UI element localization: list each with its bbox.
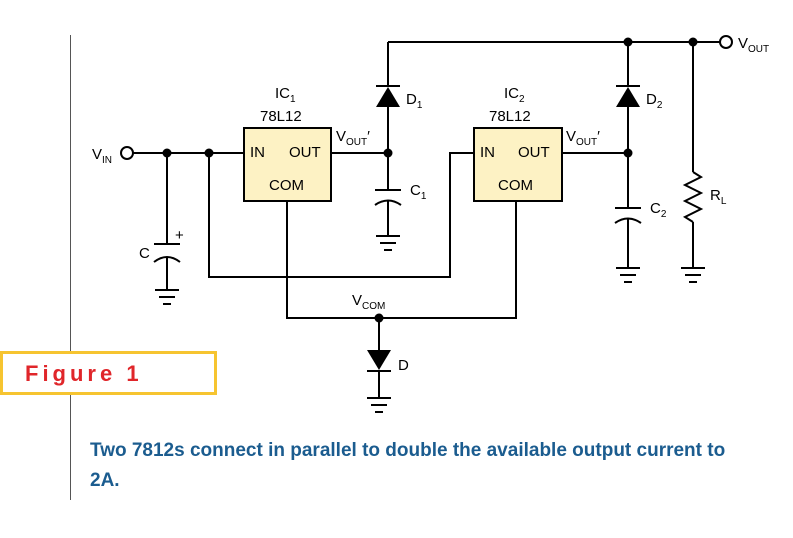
d2-label: D2 [646,91,663,111]
ic1-pin-out: OUT [289,144,321,161]
com-bus [286,201,517,319]
c1-plate-bottom [374,199,402,206]
ground-d [367,397,391,413]
ground-c1 [376,235,400,251]
c-label: C [139,245,150,262]
ic2-body [473,127,563,202]
ground-c [155,289,179,305]
d1-label: D1 [406,91,423,111]
ic2-name-label: IC2 [504,85,525,105]
ic1-body [243,127,332,202]
d2-symbol [616,87,640,107]
figure-label: Figure 1 [25,361,143,386]
vin-label: VIN [92,146,112,166]
ic2-input-wire [208,152,474,278]
vin-terminal [120,146,134,160]
ground-rl [681,267,705,283]
d-symbol [367,350,391,370]
vcom-label: VCOM [352,292,385,312]
rl-zigzag [682,171,704,223]
vout-prime-1-label: VOUT′ [336,128,370,148]
c1-label: C1 [410,182,427,202]
c2-plate-bottom [614,217,642,224]
vout-prime-2-label: VOUT′ [566,128,600,148]
rl-label: RL [710,187,727,207]
ic2-pin-in: IN [480,144,495,161]
ic2-part-label: 78L12 [489,108,531,125]
ic2-pin-com: COM [498,177,533,194]
ground-c2 [616,267,640,283]
figure-label-box [0,351,217,395]
vout-label: VOUT [738,35,769,55]
ic2-pin-out: OUT [518,144,550,161]
ic1-pin-com: COM [269,177,304,194]
d1-symbol [376,87,400,107]
ic1-name-label: IC1 [275,85,296,105]
ic1-part-label: 78L12 [260,108,302,125]
d-label: D [398,357,409,374]
c2-label: C2 [650,200,667,220]
left-rule [70,35,71,500]
vout-terminal [719,35,733,49]
cap-c-plate-bottom [153,256,181,263]
c-plus-label: + [175,227,184,244]
ic1-pin-in: IN [250,144,265,161]
figure-caption: Two 7812s connect in parallel to double … [90,440,726,491]
